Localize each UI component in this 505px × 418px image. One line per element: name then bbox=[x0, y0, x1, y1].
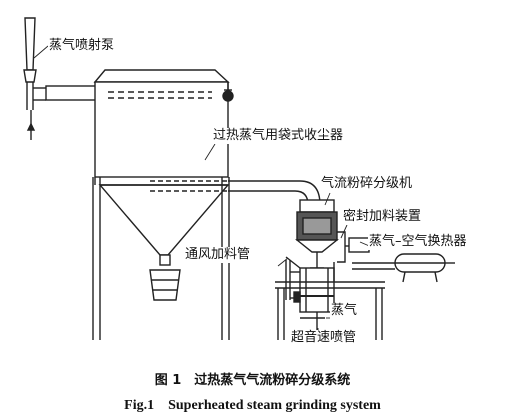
label-heat-exchanger: 蒸气–空气换热器 bbox=[368, 234, 468, 250]
top-valve bbox=[222, 82, 234, 102]
label-bag-collector: 过热蒸气用袋式收尘器 bbox=[212, 128, 345, 144]
bag-dust-collector bbox=[92, 69, 230, 340]
base-frame bbox=[275, 262, 385, 340]
label-sealed-feeder: 密封加料装置 bbox=[342, 209, 423, 225]
caption-english: Fig.1 Superheated steam grinding system bbox=[124, 398, 381, 413]
steam-ejector-pump bbox=[23, 17, 46, 140]
label-supersonic-nozzle: 超音速喷管 bbox=[290, 330, 358, 346]
label-jet-mill: 气流粉碎分级机 bbox=[320, 176, 414, 192]
caption-chinese: 图 1 过热蒸气气流粉碎分级系统 bbox=[154, 373, 351, 388]
label-steam: 蒸气 bbox=[330, 303, 359, 319]
process-diagram bbox=[23, 17, 455, 340]
vent-feed-pipe-drawing bbox=[285, 256, 301, 300]
jet-mill-classifier bbox=[295, 199, 339, 269]
grinding-column bbox=[290, 267, 335, 313]
label-steam-ejector: 蒸气喷射泵 bbox=[48, 38, 116, 54]
label-vent-feed-pipe: 通风加料管 bbox=[184, 247, 252, 263]
steam-inlet bbox=[300, 312, 325, 330]
heat-exchanger-drawing bbox=[348, 237, 455, 283]
